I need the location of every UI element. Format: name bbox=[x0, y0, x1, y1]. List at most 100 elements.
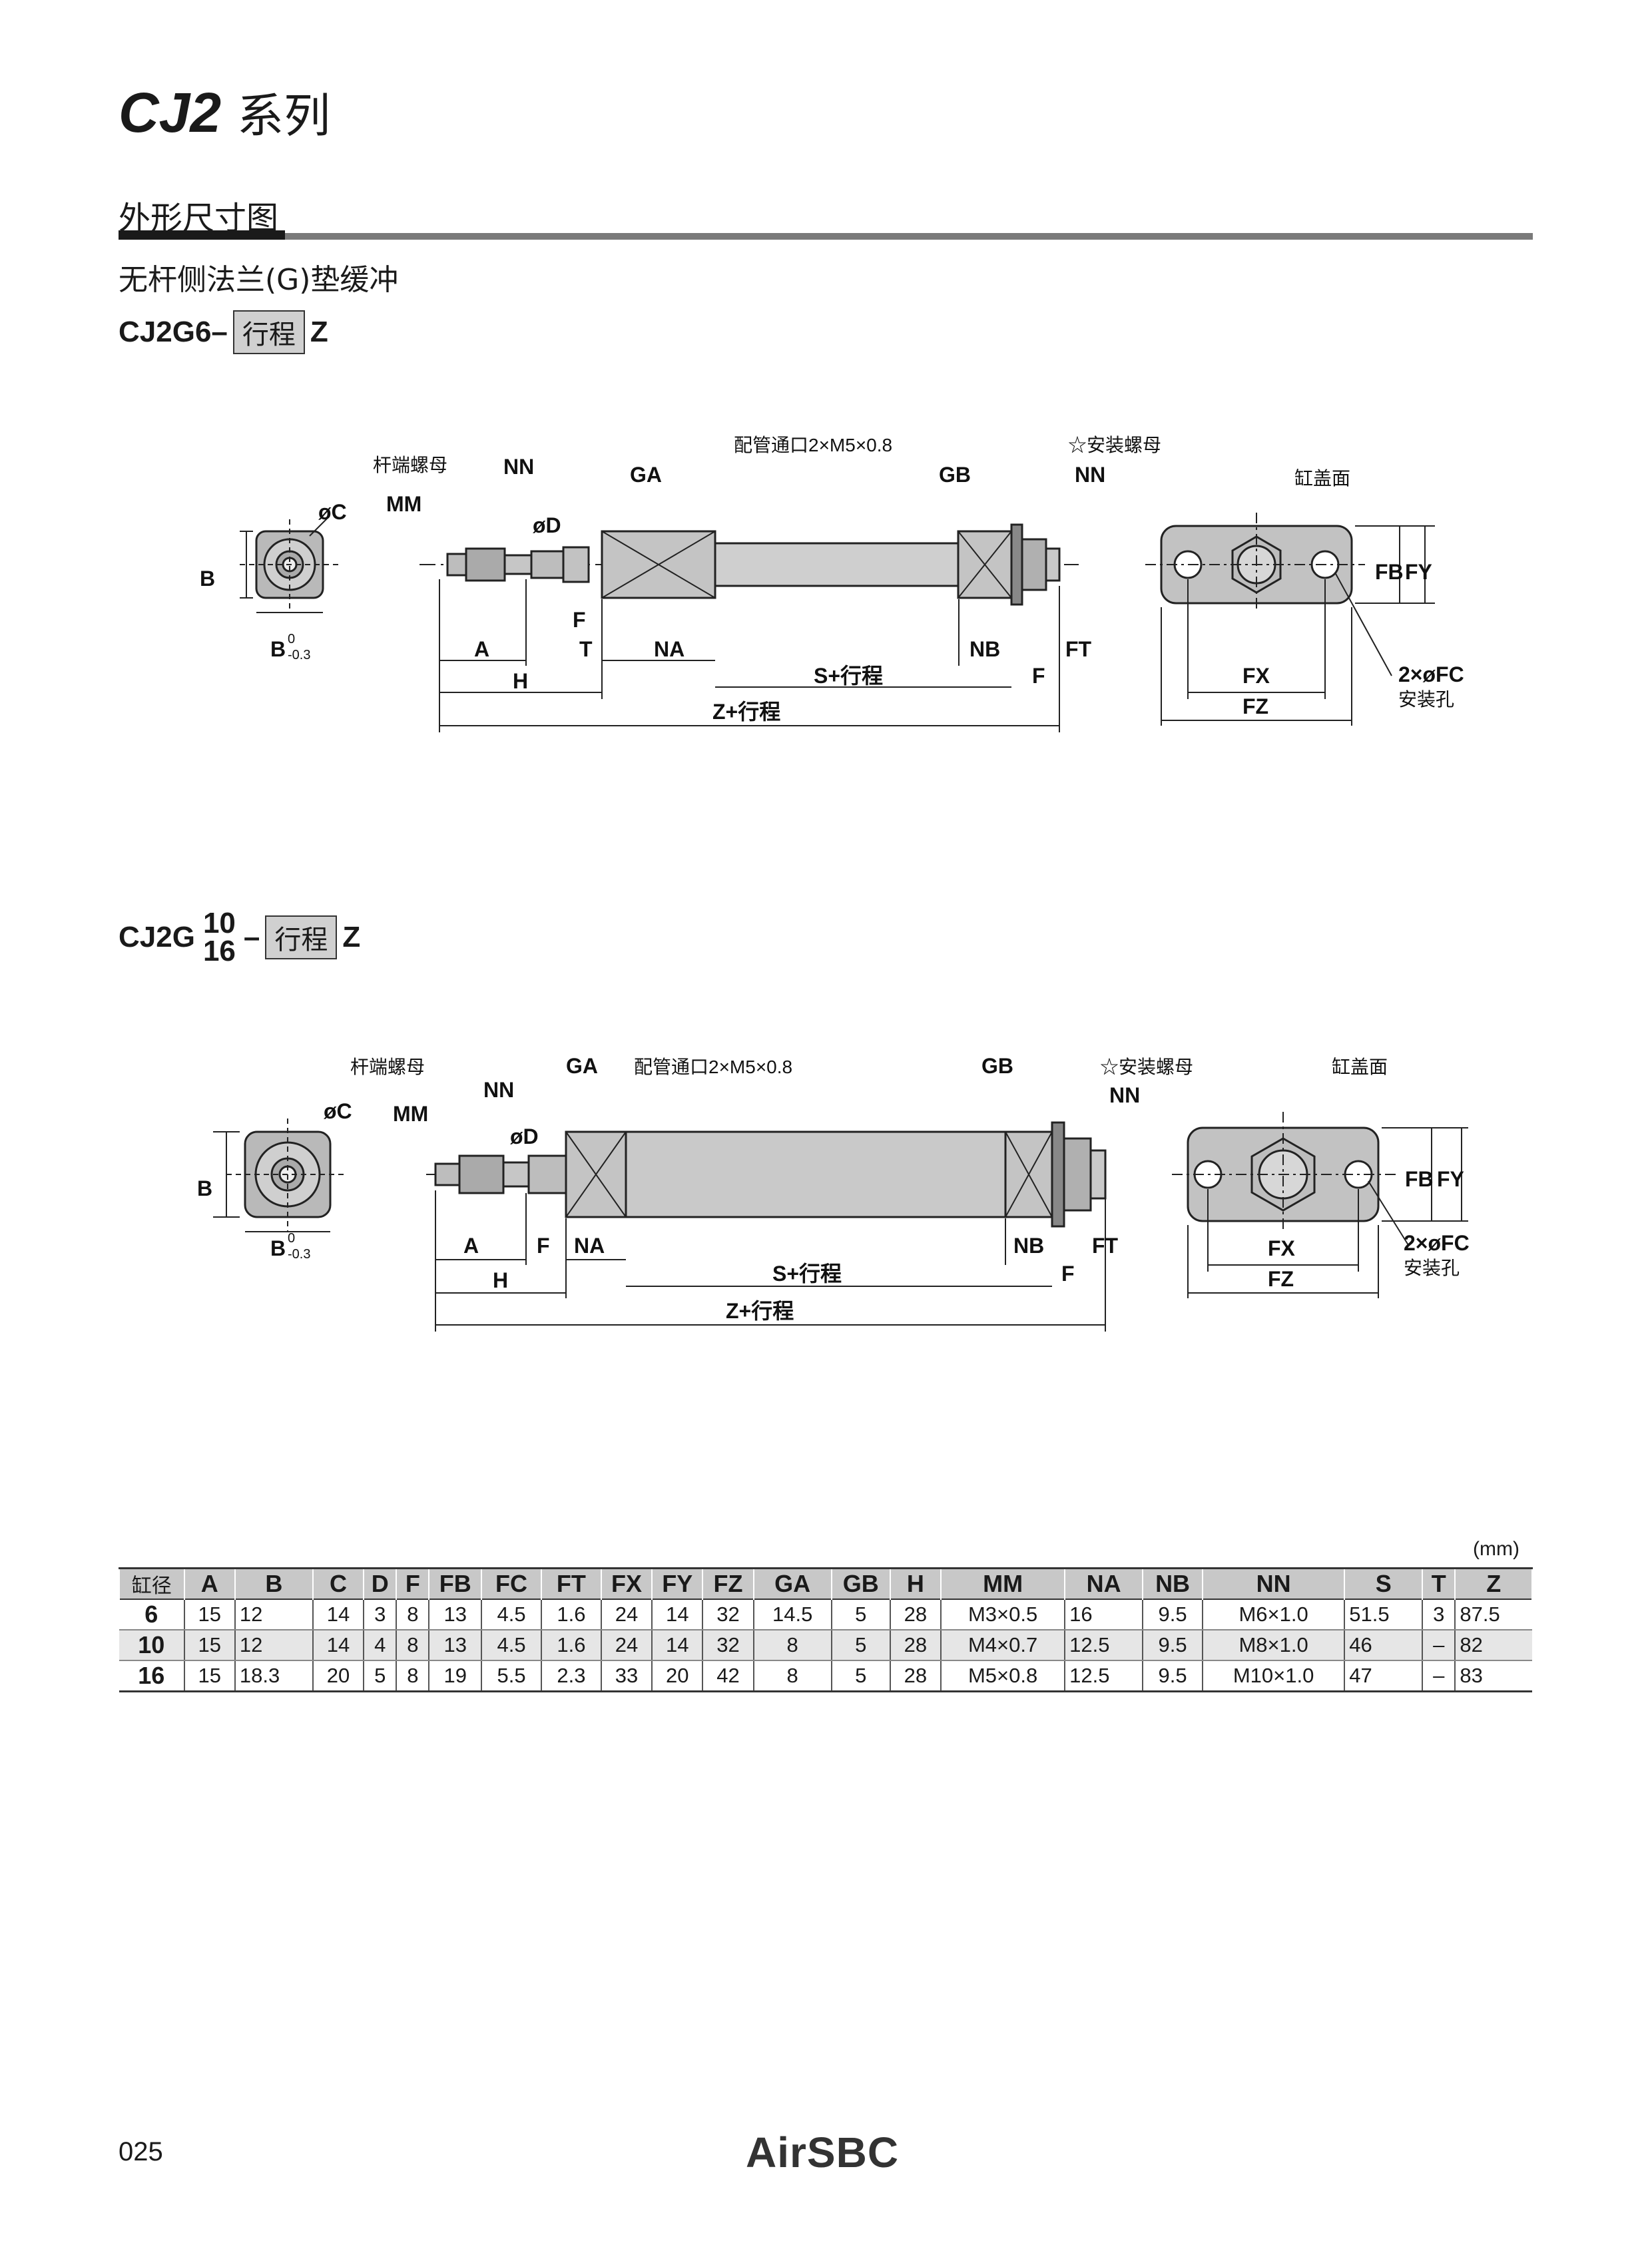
table-cell: 4 bbox=[363, 1630, 397, 1661]
label-s-stroke-2: S+行程 bbox=[772, 1262, 842, 1286]
table-cell: 47 bbox=[1344, 1660, 1423, 1692]
label-cover-2: 缸盖面 bbox=[1332, 1057, 1388, 1077]
bore-stack: 10 16 bbox=[202, 907, 236, 967]
label-tol-up: 0 bbox=[288, 632, 295, 646]
table-cell: 33 bbox=[600, 1660, 653, 1692]
table-cell: 12.5 bbox=[1064, 1630, 1143, 1661]
model-prefix: CJ2G6 bbox=[119, 316, 212, 348]
table-cell: 8 bbox=[396, 1660, 429, 1692]
model-code-2: CJ2G 10 16 – 行程 Z bbox=[119, 907, 360, 967]
table-cell: 12 bbox=[234, 1630, 313, 1661]
label-b-vertical: B bbox=[200, 567, 215, 591]
label-fz: FZ bbox=[1242, 694, 1268, 718]
label-f: F bbox=[573, 608, 586, 632]
label-mount-nut-2: ☆安装螺母 bbox=[1100, 1057, 1193, 1077]
label-b-vertical-2: B bbox=[197, 1176, 212, 1200]
table-cell: 5 bbox=[830, 1599, 890, 1630]
unit-label: (mm) bbox=[1473, 1538, 1519, 1560]
header-cell: NB bbox=[1142, 1568, 1203, 1599]
table-cell: 28 bbox=[889, 1660, 942, 1692]
table-cell: 32 bbox=[702, 1630, 754, 1661]
label-mm-2: MM bbox=[393, 1102, 428, 1126]
header-cell: FC bbox=[481, 1568, 542, 1599]
table-cell: 24 bbox=[600, 1599, 653, 1630]
label-b-2: B bbox=[270, 1236, 286, 1260]
label-mm: MM bbox=[386, 492, 421, 516]
label-gb-2: GB bbox=[981, 1054, 1013, 1078]
label-na-2: NA bbox=[574, 1234, 605, 1258]
side-view bbox=[419, 523, 1079, 606]
heading-rule-accent bbox=[119, 230, 285, 240]
label-nn-3: NN bbox=[483, 1078, 514, 1102]
table-cell-bore: 6 bbox=[119, 1599, 184, 1630]
label-fx-2: FX bbox=[1268, 1236, 1296, 1260]
label-t: T bbox=[579, 637, 593, 661]
subtitle: 无杆侧法兰(G)垫缓冲 bbox=[119, 263, 399, 297]
header-cell: B bbox=[234, 1568, 314, 1599]
table-cell: 20 bbox=[651, 1660, 703, 1692]
label-f-4: F bbox=[1061, 1262, 1075, 1286]
table-cell: 8 bbox=[752, 1660, 832, 1692]
label-ga-2: GA bbox=[566, 1054, 598, 1078]
end-view-2 bbox=[213, 1119, 346, 1232]
header-cell: GA bbox=[752, 1568, 832, 1599]
table-cell: 87.5 bbox=[1454, 1599, 1532, 1630]
header-cell: F bbox=[396, 1568, 430, 1599]
header-cell: FX bbox=[600, 1568, 653, 1599]
flange-view bbox=[1145, 513, 1435, 726]
table-cell: 15 bbox=[183, 1599, 235, 1630]
label-b: B bbox=[270, 637, 286, 661]
label-z-stroke: Z+行程 bbox=[712, 700, 780, 724]
table-cell: 14 bbox=[312, 1599, 364, 1630]
label-z-stroke-2: Z+行程 bbox=[726, 1299, 794, 1323]
label-phi-c: øC bbox=[318, 500, 347, 524]
header-cell: T bbox=[1422, 1568, 1456, 1599]
bore-bottom: 16 bbox=[202, 935, 236, 967]
table-cell: M3×0.5 bbox=[940, 1599, 1065, 1630]
label-f-3: F bbox=[537, 1234, 550, 1258]
label-fb: FB bbox=[1375, 560, 1404, 584]
label-nn: NN bbox=[503, 455, 534, 479]
label-h: H bbox=[513, 669, 528, 693]
page-number: 025 bbox=[119, 2137, 163, 2166]
label-phi-c-2: øC bbox=[324, 1099, 352, 1123]
table-cell: 9.5 bbox=[1142, 1599, 1203, 1630]
table-cell: 15 bbox=[183, 1660, 235, 1692]
model-code-1: CJ2G6 – 行程 Z bbox=[119, 310, 328, 354]
table-cell: 16 bbox=[1064, 1599, 1143, 1630]
table-cell: 28 bbox=[889, 1630, 942, 1661]
bore-top: 10 bbox=[202, 907, 236, 939]
label-port-2: 配管通口2×M5×0.8 bbox=[634, 1057, 792, 1077]
model-suffix: Z bbox=[310, 316, 328, 348]
label-nn-2: NN bbox=[1075, 463, 1105, 487]
table-cell: 1.6 bbox=[540, 1599, 601, 1630]
table-cell: M4×0.7 bbox=[940, 1630, 1065, 1661]
table-cell: 82 bbox=[1454, 1630, 1532, 1661]
table-cell: M8×1.0 bbox=[1201, 1630, 1345, 1661]
dimension-drawing-cj2g10-16: 杆端螺母 MM NN GA 配管通口2×M5×0.8 GB ☆安装螺母 NN 缸… bbox=[197, 1054, 1470, 1332]
table-cell: 18.3 bbox=[234, 1660, 313, 1692]
table-cell: M10×1.0 bbox=[1201, 1660, 1345, 1692]
model-name: CJ2 bbox=[119, 81, 222, 144]
label-fc-2: 2×øFC bbox=[1404, 1231, 1470, 1255]
stroke-box-2: 行程 bbox=[265, 915, 338, 959]
flange-view-2 bbox=[1172, 1112, 1468, 1298]
table-cell: 14 bbox=[651, 1599, 703, 1630]
table-cell: 3 bbox=[363, 1599, 397, 1630]
label-na: NA bbox=[654, 637, 685, 661]
table-cell: 12 bbox=[234, 1599, 313, 1630]
header-cell: FZ bbox=[702, 1568, 754, 1599]
label-fy: FY bbox=[1405, 560, 1432, 584]
label-tol-up-2: 0 bbox=[288, 1231, 295, 1246]
header-cell: NN bbox=[1201, 1568, 1346, 1599]
header-cell: S bbox=[1344, 1568, 1424, 1599]
label-fb-2: FB bbox=[1405, 1167, 1434, 1191]
table-cell: 14 bbox=[312, 1630, 364, 1661]
table-cell: 9.5 bbox=[1142, 1660, 1203, 1692]
model-prefix-2: CJ2G bbox=[119, 921, 195, 953]
header-cell: D bbox=[363, 1568, 398, 1599]
table-cell: 51.5 bbox=[1344, 1599, 1423, 1630]
series-label: 系列 bbox=[237, 89, 331, 143]
label-tol-down-2: -0.3 bbox=[288, 1247, 310, 1262]
label-nn-4: NN bbox=[1109, 1083, 1140, 1107]
